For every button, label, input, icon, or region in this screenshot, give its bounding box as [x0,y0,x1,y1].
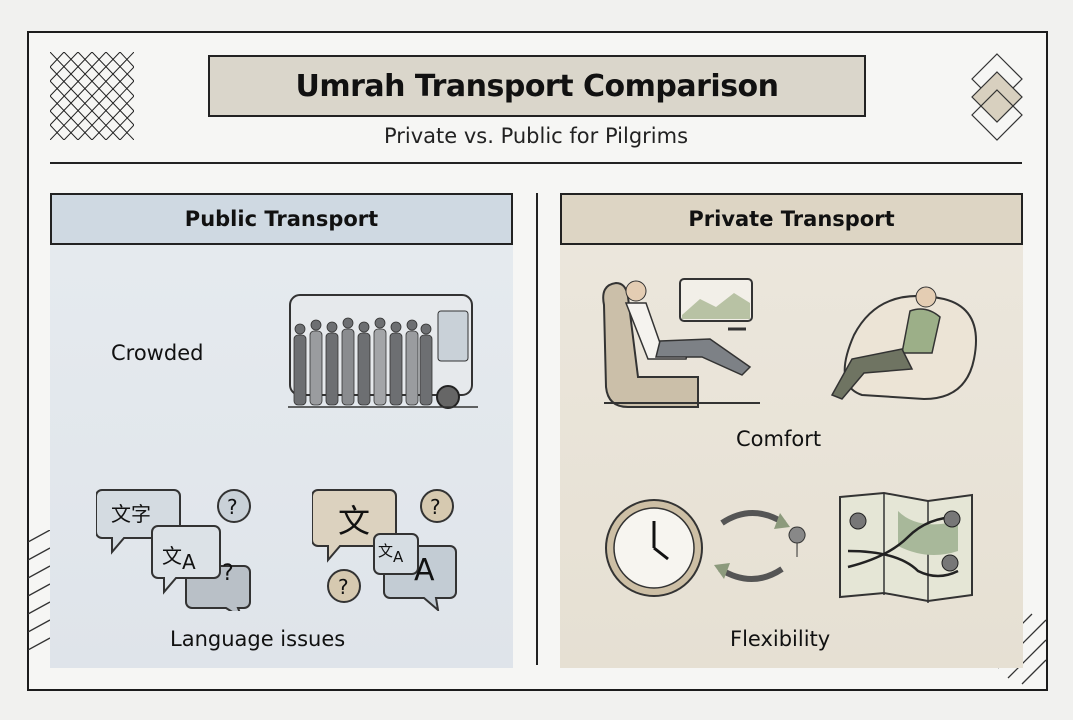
comfort-label: Comfort [736,427,822,451]
language-issues-label: Language issues [170,627,346,651]
relaxing-seat-icon [602,278,760,408]
public-transport-panel: Public Transport Crowded 文字 文 A ? ? [50,193,513,668]
page-subtitle: Private vs. Public for Pilgrims [383,124,689,148]
page-title: Umrah Transport Comparison [208,55,866,117]
map-icon [839,491,973,603]
bubble-translate-zh: 文 [378,542,394,560]
bubble-question: ? [430,495,441,519]
private-transport-panel: Private Transport Comfort F [560,193,1023,668]
speech-bubbles-icon [96,489,251,611]
bubble-question: ? [338,575,349,599]
bubble-translate-a: A [414,553,435,588]
public-transport-heading: Public Transport [50,193,513,245]
diamond-pattern-icon [971,53,1023,141]
crowded-label: Crowded [111,341,204,365]
clock-icon [605,499,806,597]
bubble-question: ? [222,561,234,586]
stripe-decoration-icon [28,530,51,650]
speech-bubbles-icon [312,489,457,611]
bubble-translate-a: A [182,550,196,574]
bubble-translate-zh: 文 [338,502,371,540]
flexibility-label: Flexibility [730,627,831,651]
beanbag-relax-icon [830,286,977,401]
bubble-translate-a: A [393,548,404,566]
bubble-chars: 文字 [111,502,151,526]
lattice-pattern-icon [50,52,134,140]
bubble-question: ? [227,495,238,519]
bubble-translate-zh: 文 [162,544,182,568]
private-transport-heading: Private Transport [560,193,1023,245]
header-divider [50,162,1022,164]
crowded-bus-icon [288,294,478,409]
column-divider [536,193,538,665]
